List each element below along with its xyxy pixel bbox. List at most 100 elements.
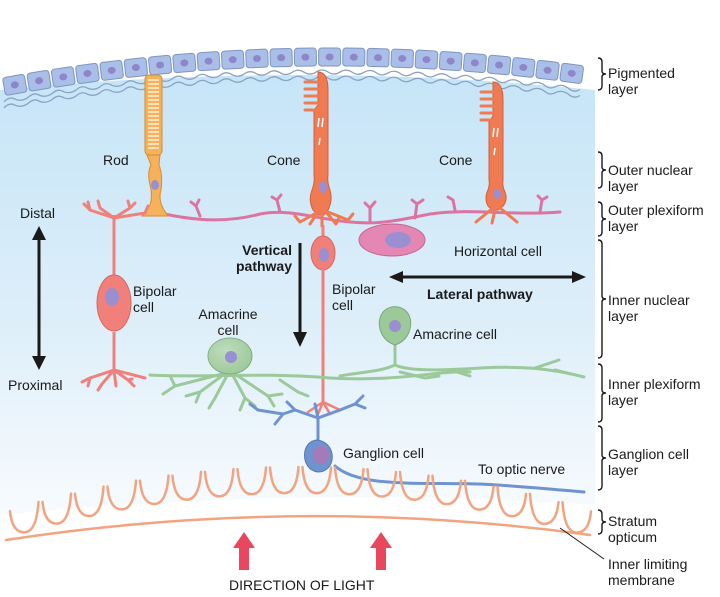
layer-brace	[597, 201, 607, 237]
pigment-cell	[366, 47, 390, 68]
pigment-cell	[245, 48, 269, 69]
direction-of-light-label: DIRECTION OF LIGHT	[229, 577, 375, 593]
pigment-cell	[196, 51, 221, 72]
layer-name: Pigmented	[608, 65, 675, 81]
pigment-cell	[269, 47, 293, 68]
stratum-fiber	[561, 500, 593, 534]
pigment-cell	[99, 59, 124, 81]
stratum-fiber	[8, 500, 40, 534]
pigment-cell	[318, 47, 342, 67]
amacrine-cell-2	[338, 306, 586, 380]
layer-braces	[597, 57, 607, 535]
stratum-fiber	[431, 474, 463, 506]
amacrine-cell-label-2: Amacrine cell	[413, 326, 498, 342]
vertical-pathway-label: Vertical pathway	[228, 242, 292, 274]
vertical-pathway-arrow	[293, 243, 307, 347]
layer-name: Inner plexiform	[608, 376, 701, 392]
stratum-fiber	[171, 470, 203, 501]
stratum-fiber	[41, 492, 73, 525]
layer-name: Ganglion cell	[608, 446, 689, 462]
layer-name: Outer nuclear	[608, 162, 693, 178]
stratum-fiber	[73, 485, 105, 518]
pigment-cell	[50, 66, 76, 88]
layer-name: opticum	[608, 529, 658, 545]
stratum-fiber	[366, 467, 398, 498]
layer-name: layer	[608, 308, 639, 324]
horizontal-cell	[158, 193, 562, 225]
pigment-cell	[172, 52, 197, 74]
membrane-pointer-line	[559, 527, 605, 560]
layer-name: layer	[608, 462, 639, 478]
ganglion-cell	[248, 394, 586, 494]
horizontal-cell-label: Horizontal cell	[454, 243, 542, 259]
bipolar-label-line2: cell	[332, 297, 354, 313]
pigment-cell	[511, 57, 536, 78]
stratum-fiber	[463, 479, 495, 511]
lateral-pathway-label: Lateral pathway	[427, 286, 533, 302]
layer-name: layer	[608, 392, 639, 408]
distal-label: Distal	[20, 205, 56, 221]
layer-brace	[597, 363, 607, 423]
pigment-cell	[462, 52, 487, 74]
pigment-cell	[220, 49, 245, 70]
proximal-label: Proximal	[8, 377, 63, 393]
stratum-fiber	[203, 467, 235, 498]
amacrine-cell-1	[148, 337, 472, 412]
layer-name: membrane	[608, 572, 675, 588]
layer-brace	[597, 239, 607, 359]
stratum-fiber	[138, 474, 170, 506]
pigment-cell	[487, 54, 512, 76]
retina-background	[0, 75, 595, 515]
bipolar-cell-1	[80, 199, 150, 392]
layer-brace	[597, 57, 607, 91]
bipolar-label-line1: Bipolar	[133, 283, 177, 299]
optic-nerve-label: To optic nerve	[478, 461, 566, 477]
stratum-fiber	[106, 479, 138, 511]
stratum-fiber	[236, 466, 268, 496]
vertical-label-line2: pathway	[235, 258, 292, 274]
layer-brace	[597, 151, 607, 189]
bipolar-label-line2: cell	[133, 299, 155, 315]
stratum-fiber	[496, 485, 528, 518]
vertical-label-line1: Vertical	[242, 242, 292, 258]
layer-name: layer	[608, 218, 639, 234]
layer-brace	[597, 425, 607, 491]
pigment-cell	[535, 59, 560, 81]
cone-cell-2	[474, 81, 519, 225]
stratum-fiber	[268, 465, 300, 495]
layer-name: Outer plexiform	[608, 202, 704, 218]
pigment-cell	[390, 48, 414, 69]
pigment-cell	[75, 62, 100, 84]
distal-proximal-arrow	[32, 226, 46, 370]
bipolar-label-line1: Bipolar	[332, 281, 376, 297]
pigment-fiber	[3, 69, 581, 103]
pigment-fibers	[3, 69, 581, 109]
bipolar-cell-2	[306, 225, 342, 416]
cone-label-1: Cone	[267, 152, 301, 168]
pigment-cell	[342, 47, 366, 67]
cone-cell-1	[303, 71, 332, 216]
pigment-cell	[438, 51, 463, 72]
rod-label: Rod	[103, 152, 129, 168]
layer-brace	[597, 509, 607, 535]
pigment-fiber	[3, 75, 581, 109]
inner-limiting-membrane	[4, 465, 593, 542]
amacrine-label-line2: cell	[217, 322, 239, 338]
pigment-cell	[2, 73, 28, 96]
cone-1-pedicle	[293, 210, 355, 228]
light-arrow-2	[370, 532, 392, 570]
layer-name: Inner nuclear	[608, 292, 690, 308]
layer-name: layer	[608, 178, 639, 194]
pigment-cell	[414, 49, 439, 70]
layer-name: Stratum	[608, 513, 658, 529]
bipolar-cell-label-2: Bipolar cell	[332, 281, 376, 313]
pigmented-epithelium	[2, 47, 584, 96]
cone-label-2: Cone	[439, 152, 473, 168]
